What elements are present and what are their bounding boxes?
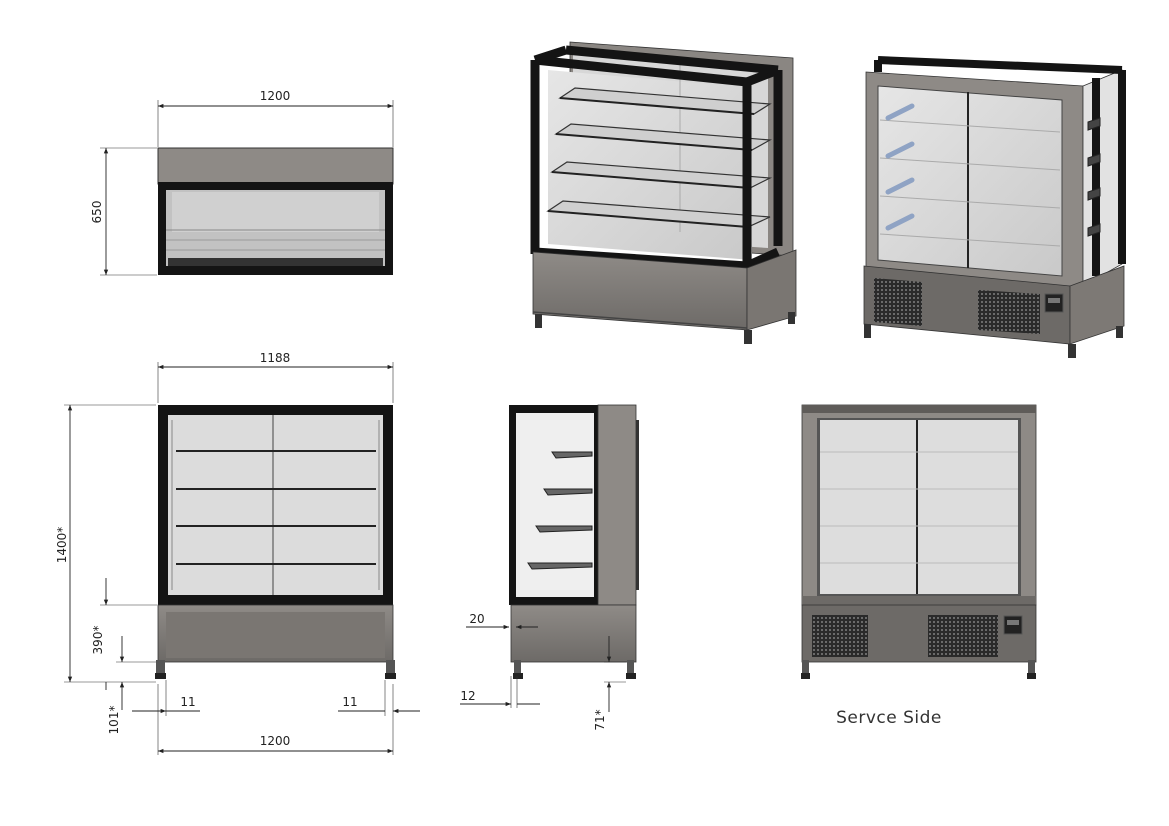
dim-front-total-height: 1400* <box>55 527 69 564</box>
caption-service-side: Servce Side <box>836 708 942 728</box>
service-side-view: Servce Side <box>801 404 1037 728</box>
dim-top-width: 1200 <box>260 89 291 103</box>
isometric-view-front <box>530 41 797 344</box>
dim-side-leg-height: 71* <box>593 709 607 730</box>
dim-side-glass: 20 <box>469 612 484 626</box>
dim-top-depth: 650 <box>90 201 104 224</box>
front-view: 1188 1400* 390* 101* 11 11 1200 <box>55 351 420 755</box>
dim-side-leg-offset: 12 <box>460 689 475 703</box>
dim-front-total-width: 1200 <box>260 734 291 748</box>
dim-front-leg-height: 101* <box>107 706 121 735</box>
isometric-view-service <box>863 56 1126 358</box>
dim-front-right-inset: 11 <box>342 695 357 709</box>
dim-front-base-height: 390* <box>91 626 105 655</box>
dim-front-left-inset: 11 <box>180 695 195 709</box>
dim-front-glass-width: 1188 <box>260 351 291 365</box>
side-view: 20 12 71* <box>460 404 639 731</box>
top-view: 1200 650 <box>90 89 394 276</box>
